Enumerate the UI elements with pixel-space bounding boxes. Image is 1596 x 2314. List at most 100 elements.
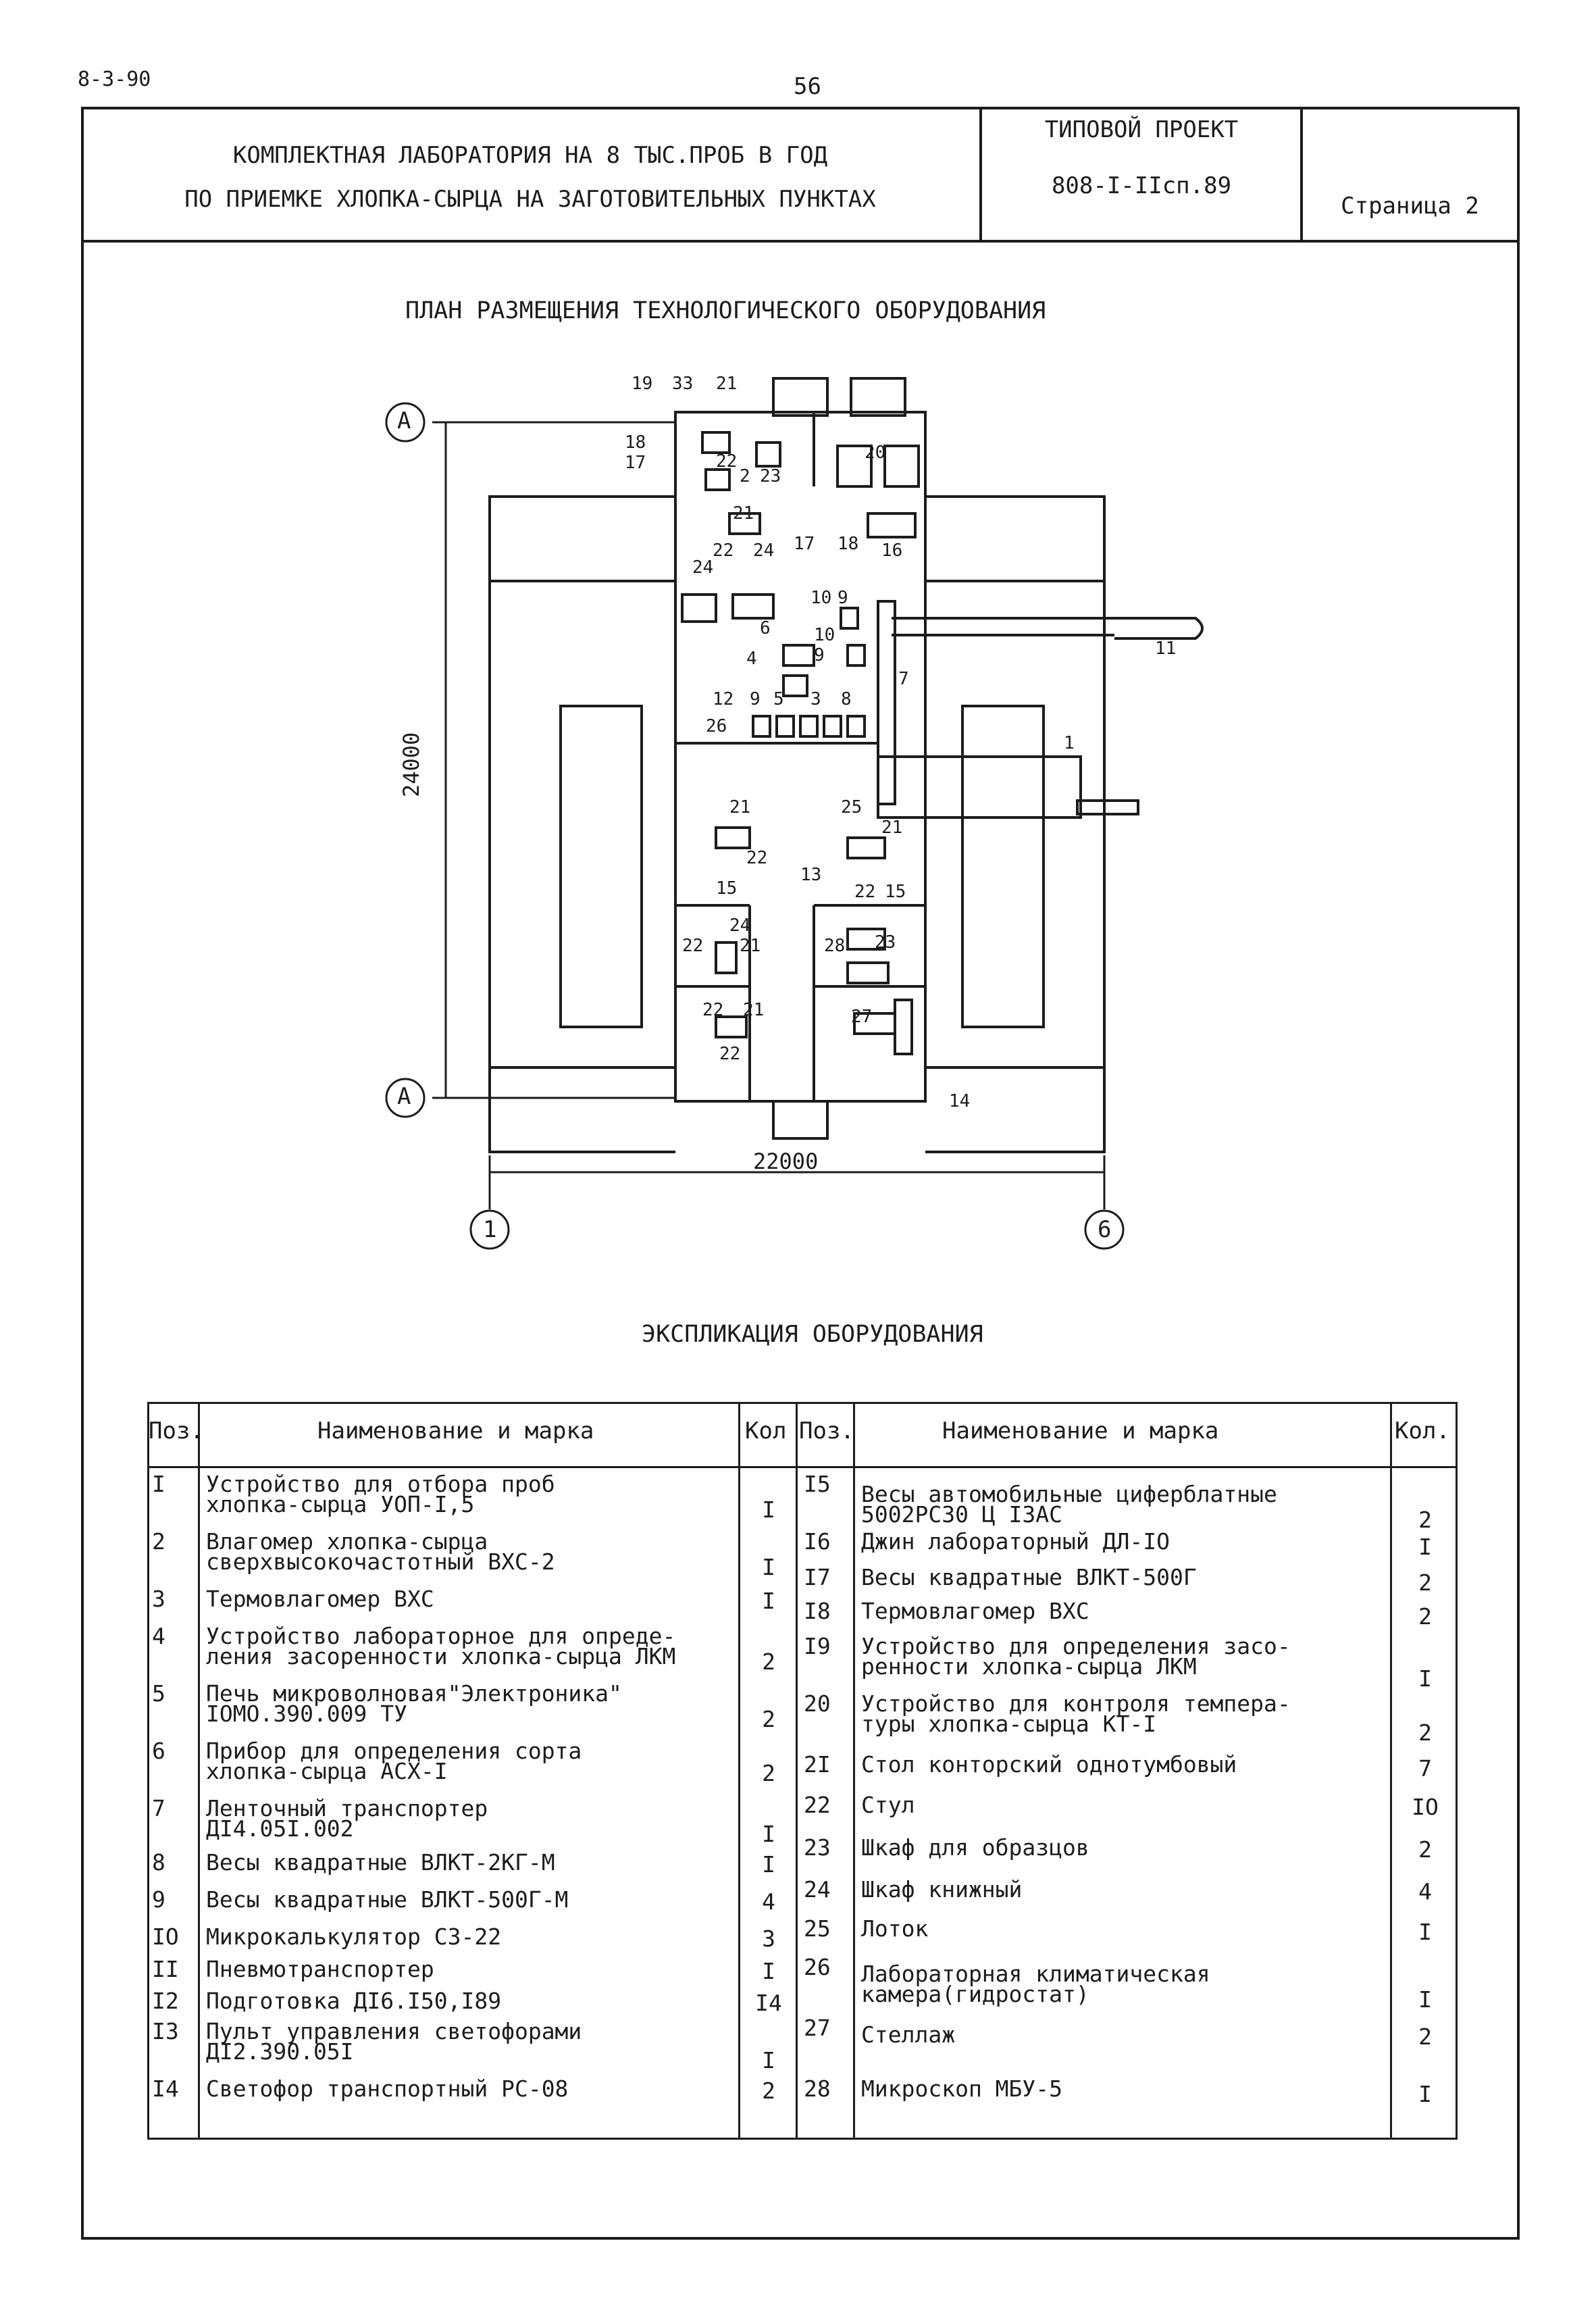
row-name-line1: Термовлагомер ВХС (861, 1598, 1089, 1624)
row-qty: I (1418, 1986, 1432, 2013)
axis-label-top: А (397, 407, 411, 434)
plan-label: 23 (875, 932, 896, 953)
row-name-line1: Прибор для определения сорта (206, 1738, 582, 1764)
title-block-bottom-line (81, 240, 1520, 243)
dimension-vertical: 24000 (398, 732, 424, 797)
axis-label-bottom: А (397, 1083, 411, 1110)
row-pos: 4 (152, 1623, 165, 1649)
row-qty: 2 (762, 1706, 775, 1732)
row-name-line1: Джин лабораторный ДЛ-IO (861, 1528, 1170, 1555)
row-qty: I (762, 1821, 775, 1847)
right-platform (925, 495, 1106, 1153)
row-qty: I4 (755, 1990, 782, 2016)
row-name-line2: сверхвысокочастотный ВХС-2 (206, 1549, 555, 1575)
plan-label: 2 (740, 466, 750, 486)
plan-label: 22 (719, 1044, 741, 1064)
row-qty: 2 (1418, 1719, 1432, 1746)
row-qty: I (1418, 1534, 1432, 1560)
row-qty: I (1418, 1919, 1432, 1945)
row-name-line1: Шкаф для образцов (861, 1834, 1089, 1861)
floor-plan-drawing (385, 377, 1204, 1250)
row-qty: IO (1412, 1794, 1439, 1820)
row-name-line2: ДI4.05I.002 (206, 1815, 354, 1842)
column-header-pos: Поз. (149, 1417, 204, 1444)
plan-label: 22 (716, 451, 738, 472)
plan-label: 12 (713, 689, 734, 709)
row-qty: 2 (1418, 1507, 1432, 1533)
row-pos: 9 (152, 1886, 165, 1913)
row-name-line1: Печь микроволновая"Электроника" (206, 1680, 622, 1707)
row-pos: I3 (152, 2018, 179, 2044)
column-header-pos: Поз. (799, 1417, 854, 1444)
plan-title: ПЛАН РАЗМЕЩЕНИЯ ТЕХНОЛОГИЧЕСКОГО ОБОРУДО… (405, 297, 1046, 324)
row-name-line1: Устройство лабораторное для опреде- (206, 1623, 676, 1649)
axis-marker-bottom (385, 1078, 426, 1118)
row-pos: 6 (152, 1738, 165, 1764)
row-name-line1: Стеллаж (861, 2021, 956, 2048)
row-qty: I (762, 1496, 775, 1523)
row-name-line1: Устройство для определения засо- (861, 1633, 1291, 1659)
explication-table (147, 1402, 1458, 2140)
left-platform (488, 495, 675, 1153)
project-code: 808-I-IIсп.89 (1051, 172, 1232, 199)
row-name-line1: Весы автомобильные циферблатные (861, 1481, 1277, 1507)
row-name-line1: Микроскоп МБУ-5 (861, 2076, 1063, 2102)
plan-label: 22 (746, 848, 768, 868)
row-qty: I (762, 1958, 775, 1984)
title-block-divider-1 (979, 107, 982, 242)
document-code: 8-3-90 (78, 68, 151, 91)
plan-label: 33 (672, 374, 694, 394)
explication-title: ЭКСПЛИКАЦИЯ ОБОРУДОВАНИЯ (642, 1321, 983, 1348)
row-name-line1: Весы квадратные ВЛКТ-500Г-М (206, 1886, 569, 1913)
title-line-2: ПО ПРИЕМКЕ ХЛОПКА-СЫРЦА НА ЗАГОТОВИТЕЛЬН… (184, 186, 876, 213)
axis-marker-right (1084, 1209, 1125, 1250)
plan-label: 22 (682, 936, 704, 956)
top-entrance-left (772, 377, 829, 417)
plan-label: 15 (885, 882, 906, 902)
plan-label: 21 (740, 936, 761, 956)
plan-label: 7 (898, 669, 909, 689)
column-header-name: Наименование и марка (942, 1417, 1219, 1444)
row-qty: I (1418, 2081, 1432, 2107)
plan-label: 24 (753, 540, 775, 561)
row-pos: I9 (804, 1633, 831, 1659)
row-qty: 4 (762, 1888, 775, 1915)
row-qty: I (762, 1851, 775, 1878)
axis-label-right: 6 (1098, 1216, 1112, 1243)
plan-label: 21 (716, 374, 738, 394)
row-name-line1: Шкаф книжный (861, 1876, 1023, 1903)
row-pos: 2I (804, 1751, 831, 1778)
row-pos: IO (152, 1923, 179, 1950)
row-qty: 7 (1418, 1755, 1432, 1782)
row-name-line2: ренности хлопка-сырца ЛКМ (861, 1653, 1197, 1680)
row-pos: 26 (804, 1954, 831, 1980)
plan-label: 24 (729, 915, 751, 936)
axis-marker-top (385, 402, 426, 443)
row-name-line2: ления засоренности хлопка-сырца ЛКМ (206, 1643, 676, 1669)
column-header-qty: Кол. (1395, 1417, 1450, 1444)
row-qty: 2 (762, 2078, 775, 2104)
plan-label: 18 (625, 432, 646, 453)
row-name-line2: ДI2.390.05I (206, 2038, 354, 2065)
plan-label: 20 (865, 443, 886, 463)
row-qty: I (762, 1554, 775, 1580)
row-qty: I (1418, 1665, 1432, 1692)
row-pos: 24 (804, 1876, 831, 1903)
plan-label: 8 (841, 689, 852, 709)
row-qty: 2 (1418, 1836, 1432, 1863)
row-name-line1: Лабораторная климатическая (861, 1961, 1210, 1987)
row-name-line1: Стул (861, 1792, 915, 1818)
row-name-line1: Подготовка ДI6.I50,I89 (206, 1988, 502, 2014)
row-name-line2: туры хлопка-сырца КТ-I (861, 1711, 1157, 1737)
plan-label: 15 (716, 878, 738, 899)
row-name-line1: Влагомер хлопка-сырца (206, 1528, 488, 1555)
plan-label: 5 (773, 689, 784, 709)
axis-marker-left (469, 1209, 510, 1250)
plan-label: 27 (851, 1007, 873, 1027)
plan-label: 22 (713, 540, 734, 561)
row-name-line2: камера(гидростат) (861, 1981, 1089, 2007)
title-line-1: КОМПЛЕКТНАЯ ЛАБОРАТОРИЯ НА 8 ТЫС.ПРОБ В … (232, 142, 828, 169)
right-inner-block (961, 705, 1045, 1028)
row-pos: 7 (152, 1795, 165, 1821)
drawing-frame (81, 107, 1520, 2240)
